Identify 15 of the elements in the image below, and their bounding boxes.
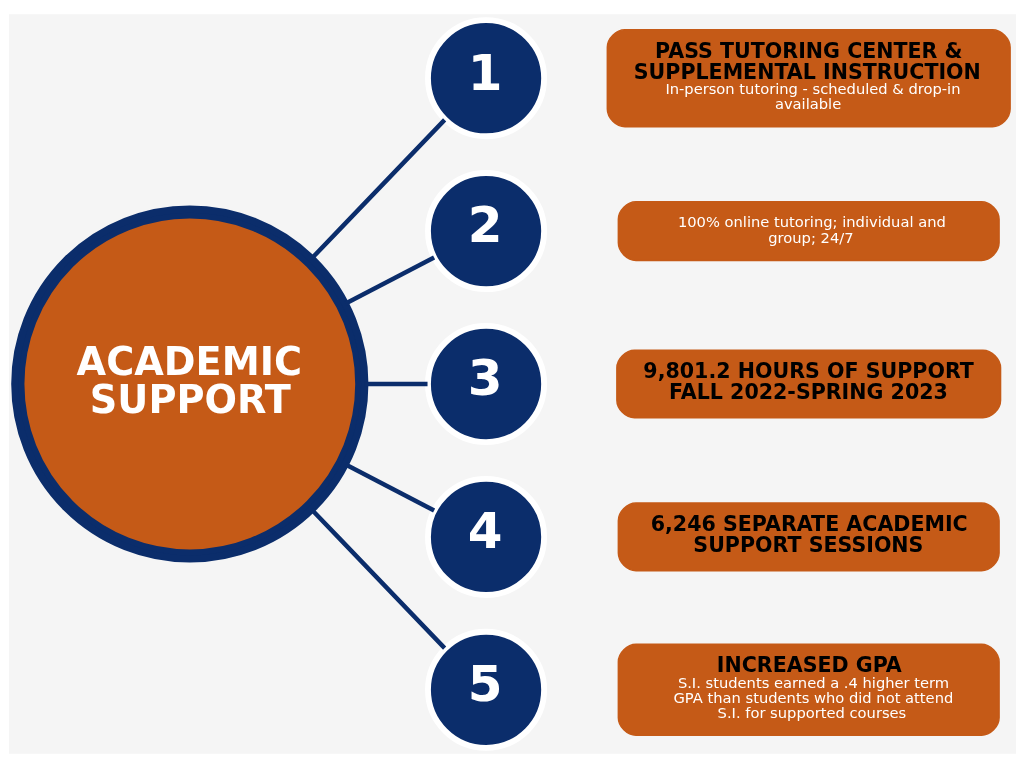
connector (344, 462, 435, 513)
node-circle: 5 (424, 628, 547, 751)
node-circle: 1 (424, 17, 547, 140)
connector (309, 118, 446, 260)
connector (309, 508, 446, 650)
node-box: 9,801.2 HOURS OF SUPPORT FALL 2022-SPRING 2023 (615, 349, 1001, 419)
connector (344, 255, 435, 306)
node-box: INCREASED GPA S.I. students earned a .4 higher term GPA than students who did not attend S.I. for supported courses (617, 643, 1000, 737)
node-circle: 3 (424, 323, 547, 445)
node-circle: ACADEMIC SUPPORT (10, 205, 368, 563)
node-box: 100% online tutoring; individual and group; 24/7 (617, 200, 1000, 262)
node-box: PASS TUTORING CENTER & SUPPLEMENTAL INSTRUCTION In-person tutoring - scheduled & drop-in available (606, 28, 1011, 128)
node-box: 6,246 SEPARATE ACADEMIC SUPPORT SESSIONS (617, 502, 1000, 572)
node-circle: 4 (424, 475, 547, 598)
node-circle: 2 (424, 170, 547, 293)
